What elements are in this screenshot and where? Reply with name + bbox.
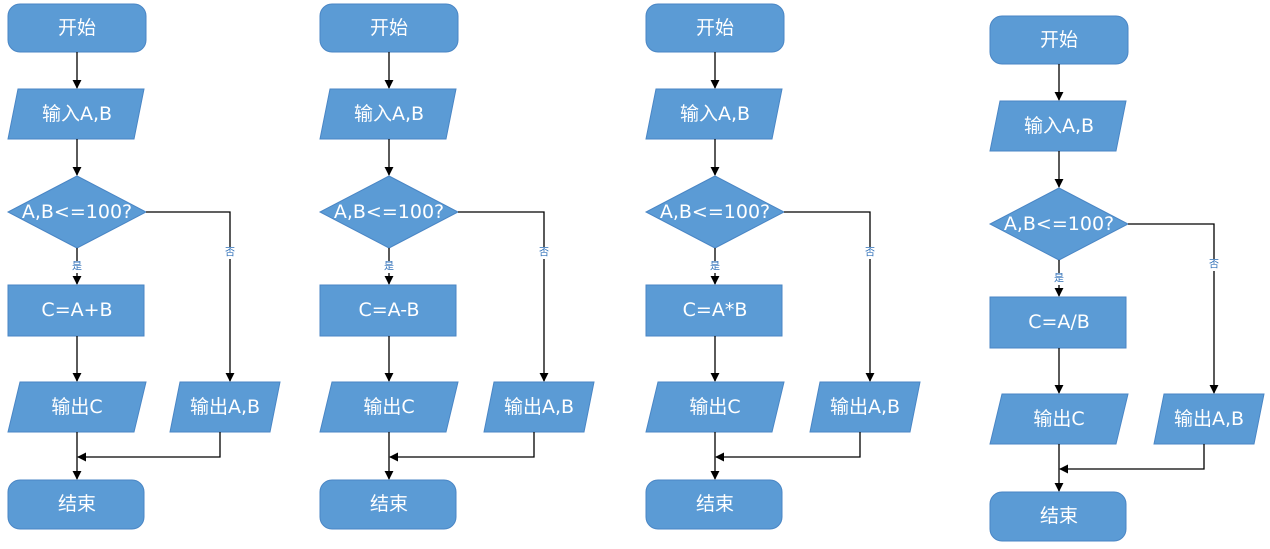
yes-label-bg [709,261,721,273]
end-label: 结束 [1040,505,1078,527]
yes-label: 是 [72,261,82,273]
end-node [7,479,145,530]
condition-label: A,B<=100? [1004,213,1114,235]
end-node [989,491,1127,542]
no-label: 否 [225,247,235,259]
process-node [7,284,145,337]
process-label: C=A-B [359,299,420,321]
process-node [319,284,457,337]
condition-label: A,B<=100? [334,201,444,223]
output-ab-node [809,381,921,433]
no-label-bg [1208,259,1220,271]
yes-label: 是 [384,261,394,273]
no-label: 否 [539,247,549,259]
process-label: C=A/B [1028,311,1090,333]
yes-label-bg [71,261,83,273]
end-node [319,479,457,530]
start-label: 开始 [58,17,96,39]
output-ab-label: 输出A,B [504,396,574,418]
start-label: 开始 [370,17,408,39]
output-ab-label: 输出A,B [1174,408,1244,430]
output-ab-node [169,381,281,433]
output-c-node [989,393,1129,445]
output-c-label: 输出C [1033,408,1084,430]
input-label: 输入A,B [42,103,112,125]
edge-condition-no [458,211,549,382]
no-label-bg [224,247,236,259]
output-c-label: 输出C [689,396,740,418]
yes-label: 是 [1054,273,1064,285]
end-node [645,479,783,530]
edge-condition-no [1128,223,1219,394]
edge-no-merge [715,432,861,462]
output-c-node [7,381,147,433]
yes-label-bg [1053,273,1065,285]
output-ab-node [1153,393,1265,445]
output-c-label: 输出C [51,396,102,418]
edge-condition-no [146,211,235,382]
yes-label-bg [383,261,395,273]
process-node [989,296,1127,349]
end-label: 结束 [370,493,408,515]
no-label-bg [864,247,876,259]
edge-condition-no [784,211,875,382]
output-ab-node [483,381,595,433]
output-ab-label: 输出A,B [830,396,900,418]
no-label: 否 [865,247,875,259]
input-label: 输入A,B [680,103,750,125]
edge-no-merge [77,432,221,462]
output-ab-label: 输出A,B [190,396,260,418]
output-c-node [319,381,459,433]
output-c-label: 输出C [363,396,414,418]
input-node [645,88,783,140]
input-node [319,88,457,140]
process-label: C=A+B [41,299,112,321]
start-label: 开始 [696,17,734,39]
yes-label: 是 [710,261,720,273]
process-node [645,284,783,337]
no-label-bg [538,247,550,259]
edge-no-merge [1059,444,1205,474]
end-label: 结束 [696,493,734,515]
start-label: 开始 [1040,29,1078,51]
condition-label: A,B<=100? [660,201,770,223]
input-node [7,88,145,140]
edge-no-merge [389,432,535,462]
condition-label: A,B<=100? [22,201,132,223]
output-c-node [645,381,785,433]
input-label: 输入A,B [354,103,424,125]
input-label: 输入A,B [1024,115,1094,137]
end-label: 结束 [58,493,96,515]
process-label: C=A*B [683,299,748,321]
input-node [989,100,1127,152]
no-label: 否 [1209,259,1219,271]
